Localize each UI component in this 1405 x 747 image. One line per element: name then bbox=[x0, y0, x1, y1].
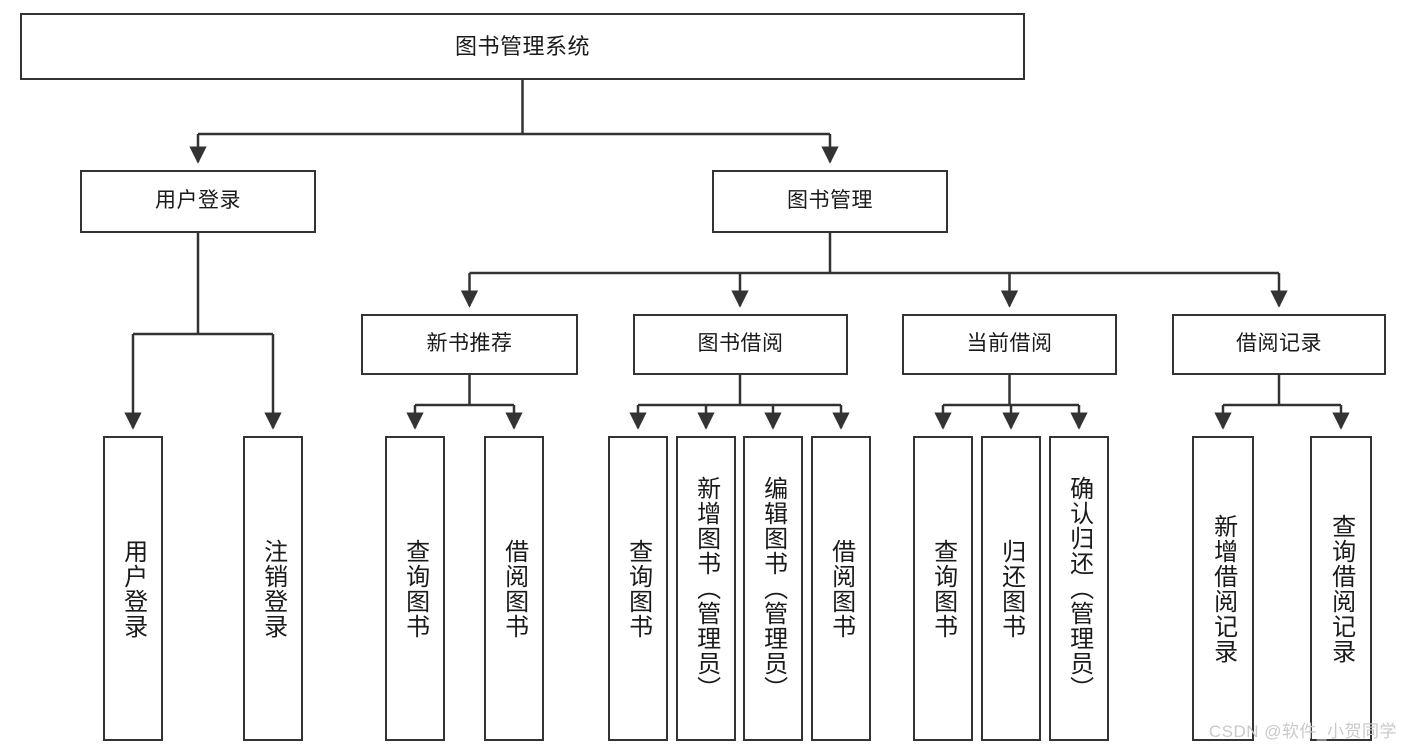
node-book-borrow[interactable]: 图书借阅 bbox=[633, 314, 848, 375]
leaf-borrow-book[interactable]: 借阅图书 bbox=[811, 436, 871, 741]
node-root-system[interactable]: 图书管理系统 bbox=[20, 13, 1025, 80]
node-label: 确认归还（管理员） bbox=[1065, 476, 1093, 701]
leaf-query-book-borrow[interactable]: 查询图书 bbox=[608, 436, 668, 741]
node-label: 注销登录 bbox=[259, 538, 287, 639]
node-label: 借阅图书 bbox=[827, 538, 855, 639]
leaf-edit-book-admin[interactable]: 编辑图书（管理员） bbox=[743, 436, 803, 741]
leaf-confirm-return-admin[interactable]: 确认归还（管理员） bbox=[1049, 436, 1109, 741]
node-label: 编辑图书（管理员） bbox=[759, 476, 787, 701]
node-label: 归还图书 bbox=[997, 538, 1025, 639]
node-label: 用户登录 bbox=[155, 189, 241, 213]
leaf-query-borrow-record[interactable]: 查询借阅记录 bbox=[1310, 436, 1372, 741]
leaf-add-book-admin[interactable]: 新增图书（管理员） bbox=[676, 436, 736, 741]
node-label: 图书借阅 bbox=[697, 332, 784, 356]
node-book-management[interactable]: 图书管理 bbox=[712, 170, 948, 233]
leaf-borrow-book-recommend[interactable]: 借阅图书 bbox=[484, 436, 544, 741]
csdn-watermark: CSDN @软件_小贺同学 bbox=[1208, 722, 1397, 741]
node-user-login[interactable]: 用户登录 bbox=[80, 170, 316, 233]
leaf-query-book-recommend[interactable]: 查询图书 bbox=[385, 436, 445, 741]
node-label: 当前借阅 bbox=[966, 332, 1053, 356]
node-label: 用户登录 bbox=[119, 538, 147, 639]
node-new-book-recommend[interactable]: 新书推荐 bbox=[361, 314, 578, 375]
node-label: 查询图书 bbox=[624, 538, 652, 639]
node-label: 查询图书 bbox=[401, 538, 429, 639]
node-borrow-record[interactable]: 借阅记录 bbox=[1172, 314, 1386, 375]
node-label: 图书管理 bbox=[787, 189, 873, 213]
leaf-logout[interactable]: 注销登录 bbox=[243, 436, 303, 741]
node-label: 借阅图书 bbox=[500, 538, 528, 639]
node-label: 新书推荐 bbox=[426, 332, 513, 356]
node-label: 新增借阅记录 bbox=[1209, 513, 1237, 664]
leaf-add-borrow-record[interactable]: 新增借阅记录 bbox=[1192, 436, 1254, 741]
node-label: 借阅记录 bbox=[1236, 332, 1322, 356]
leaf-query-book-current[interactable]: 查询图书 bbox=[913, 436, 973, 741]
node-label: 图书管理系统 bbox=[454, 33, 590, 59]
leaf-return-book[interactable]: 归还图书 bbox=[981, 436, 1041, 741]
node-label: 新增图书（管理员） bbox=[692, 476, 720, 701]
leaf-user-login[interactable]: 用户登录 bbox=[103, 436, 163, 741]
node-label: 查询借阅记录 bbox=[1327, 513, 1355, 664]
node-label: 查询图书 bbox=[929, 538, 957, 639]
node-current-borrow[interactable]: 当前借阅 bbox=[902, 314, 1117, 375]
